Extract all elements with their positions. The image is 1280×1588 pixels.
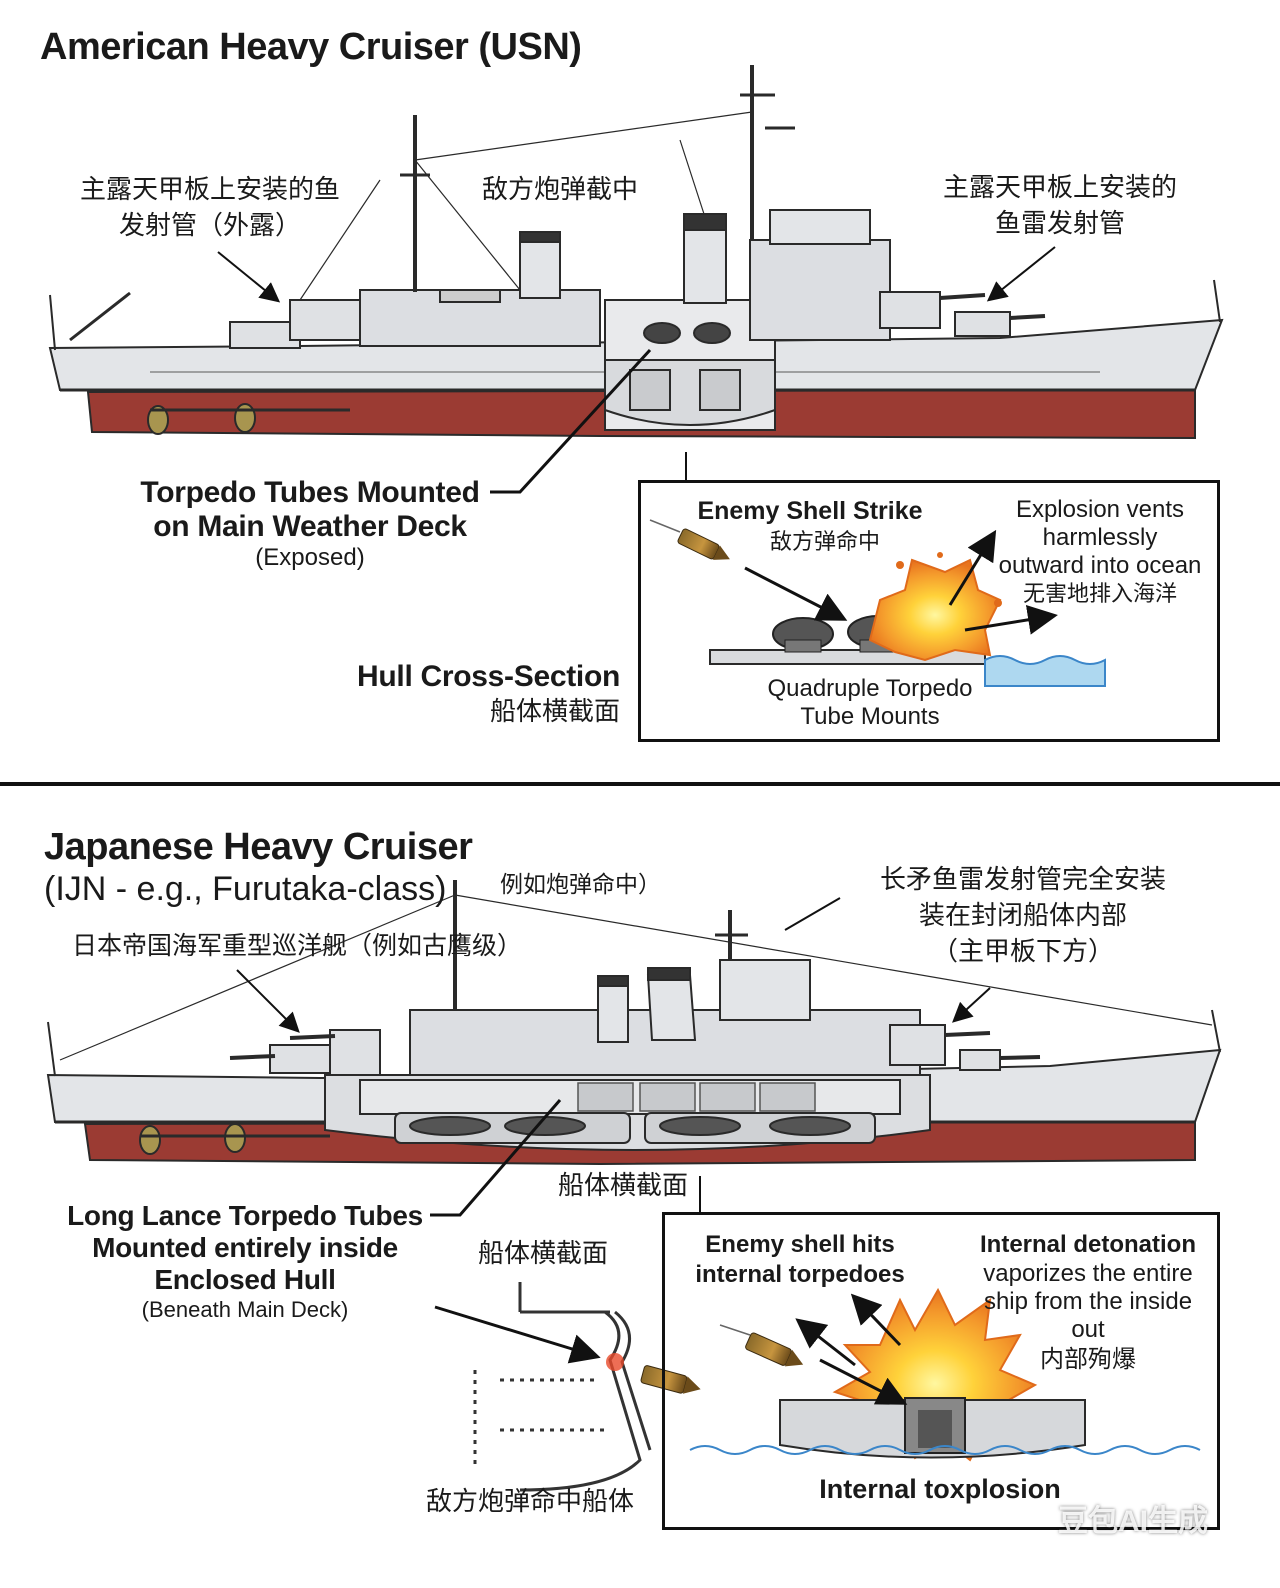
ijn-annotation-arrows [236,897,991,1217]
ijn-inset-box [662,1212,1220,1530]
ijn-inset-hit-line2: internal torpedoes [695,1261,905,1288]
ijn-left-label: 日本帝国海军重型巡洋舰（例如古鹰级） [72,931,523,960]
ijn-center-label: 例如炮弹命中） [500,872,661,898]
usn-cross-section-label: Hull Cross-Section 船体横截面 [340,660,620,730]
usn-inset-vent-line2: harmlessly [1042,524,1158,551]
usn-inset-artwork [649,519,1106,687]
ijn-inset-hit-line1: Enemy shell hits [705,1231,895,1258]
usn-annotation-arrows [217,246,1056,494]
usn-inset-strike-zh: 敌方弹命中 [769,530,880,555]
ijn-right-label-line3: （主甲板下方） [931,937,1114,967]
usn-left-label-line2: 发射管（外露） [118,211,301,241]
ijn-inset-footer: Internal toxplosion [819,1474,1061,1504]
usn-right-label-line2: 鱼雷发射管 [994,209,1125,239]
ijn-callout-line2: Mounted entirely inside [92,1232,398,1263]
ijn-inset-detonation-line1: vaporizes the entire [983,1260,1193,1287]
usn-right-label: 主露天甲板上安装的 鱼雷发射管 [925,170,1195,242]
ijn-inset-detonation-zh: 内部殉爆 [1040,1345,1136,1373]
ijn-inset-detonation: Internal detonation vaporizes the entire… [968,1230,1208,1374]
usn-callout: Torpedo Tubes Mounted on Main Weather De… [130,476,490,572]
usn-inset-mounts: Quadruple Torpedo Tube Mounts [760,675,980,731]
usn-center-label: 敌方炮弹截中 [481,175,638,205]
ijn-inset-hit: Enemy shell hits internal torpedoes [680,1230,920,1290]
ijn-inset-artwork [689,1287,1201,1462]
ijn-cross-section-zh-top: 船体横截面 [557,1171,688,1201]
usn-left-label-line1: 主露天甲板上安装的鱼 [79,175,340,205]
ijn-right-label: 长矛鱼雷发射管完全安装 装在封闭船体内部 （主甲板下方） [858,862,1188,970]
usn-left-label: 主露天甲板上安装的鱼 发射管（外露） [60,172,360,244]
usn-inset-vent-zh: 无害地排入海洋 [1022,582,1177,607]
ijn-callout-note: (Beneath Main Deck) [141,1297,349,1322]
usn-inset-vent: Explosion vents harmlessly outward into … [995,496,1205,610]
usn-callout-line1: Torpedo Tubes Mounted [140,476,480,509]
usn-inset-box [638,480,1220,742]
usn-inset-mounts-line1: Quadruple Torpedo [767,675,973,702]
usn-cross-section-zh: 船体横截面 [489,697,620,727]
usn-cross-section-title: Hull Cross-Section [357,660,620,693]
ijn-subtitle: (IJN - e.g., Furutaka-class) [44,870,447,908]
ijn-right-label-line2: 装在封闭船体内部 [918,901,1127,931]
ijn-title: Japanese Heavy Cruiser [44,826,473,868]
usn-title: American Heavy Cruiser (USN) [40,26,582,68]
ijn-callout: Long Lance Torpedo Tubes Mounted entirel… [60,1200,430,1324]
usn-ship [48,65,1224,440]
ijn-hull-hit-zh: 敌方炮弹命中船体 [425,1487,634,1517]
usn-inset-vent-line3: outward into ocean [998,552,1202,579]
usn-right-label-line1: 主露天甲板上安装的 [942,173,1177,203]
ijn-right-label-line1: 长矛鱼雷发射管完全安装 [879,865,1166,895]
usn-inset-mounts-line2: Tube Mounts [800,703,940,730]
ijn-inset-detonation-title: Internal detonation [980,1231,1196,1258]
watermark: 豆包AI生成 [1058,1505,1208,1538]
ijn-inset-detonation-line3: out [1071,1316,1105,1343]
ijn-callout-line3: Enclosed Hull [154,1264,336,1295]
ijn-cross-section-zh-mid: 船体横截面 [477,1239,608,1269]
usn-callout-note: (Exposed) [255,544,365,571]
ijn-ship [46,880,1222,1166]
usn-inset-vent-line1: Explosion vents [1015,496,1185,523]
ijn-inset-detonation-line2: ship from the inside [983,1288,1193,1315]
ijn-hull-section-sketch [473,1282,652,1492]
usn-inset-strike-title: Enemy Shell Strike [697,497,923,525]
ijn-callout-line1: Long Lance Torpedo Tubes [67,1200,423,1231]
usn-callout-line2: on Main Weather Deck [153,510,467,543]
